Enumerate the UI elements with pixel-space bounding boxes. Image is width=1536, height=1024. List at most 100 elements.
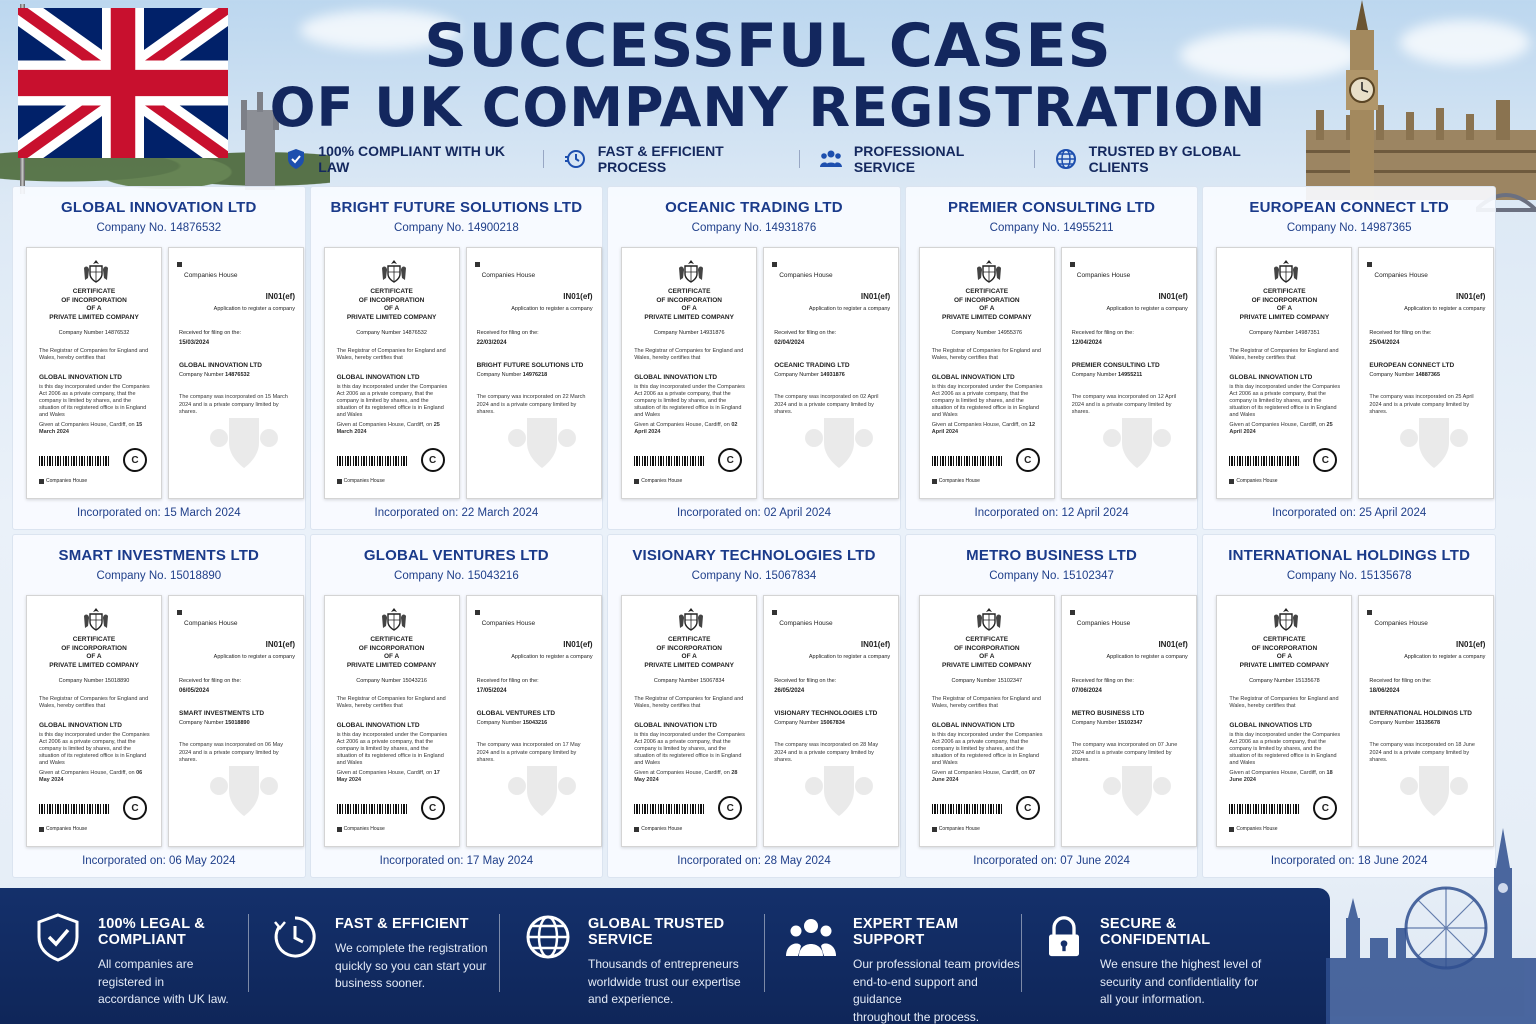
company-name: INTERNATIONAL HOLDINGS LTD: [1228, 547, 1471, 564]
form-company-number: Company Number 14976218: [476, 372, 548, 378]
crest-watermark-icon: [805, 418, 874, 468]
certificate-given: Given at Companies House, Cardiff, on 28…: [634, 770, 738, 783]
crest-watermark-icon: [805, 766, 874, 816]
company-name: METRO BUSINESS LTD: [966, 547, 1137, 564]
incorporated-on: Incorporated on: 07 June 2024: [973, 855, 1130, 867]
companies-house-logo-icon: [39, 826, 44, 832]
barcode-icon: [931, 456, 1004, 466]
crest-watermark-icon: [210, 766, 278, 816]
feature-professional: PROFESSIONAL SERVICE: [819, 143, 1014, 175]
in01-form[interactable]: Companies House IN01(ef) Application to …: [763, 247, 900, 499]
company-number: Company No. 14955211: [989, 222, 1114, 234]
companies-house-logo-icon: [474, 262, 480, 267]
documents: CERTIFICATE OF INCORPORATION OF A PRIVAT…: [323, 247, 602, 499]
in01-form[interactable]: Companies House IN01(ef) Application to …: [1060, 247, 1197, 499]
company-name: OCEANIC TRADING LTD: [665, 199, 843, 216]
certificate-body: is this day incorporated under the Compa…: [634, 384, 745, 418]
certificate-of-incorporation[interactable]: CERTIFICATE OF INCORPORATION OF A PRIVAT…: [621, 595, 758, 847]
form-incorporation-text: The company was incorporated on 18 June …: [1369, 742, 1475, 763]
case-card: OCEANIC TRADING LTD Company No. 14931876…: [607, 186, 901, 530]
cases-grid: GLOBAL INNOVATION LTD Company No. 148765…: [12, 186, 1496, 886]
seal-icon: C: [718, 796, 743, 820]
certificate-given: Given at Companies House, Cardiff, on 06…: [39, 770, 143, 783]
certificate-footer: Companies House: [336, 826, 385, 832]
form-company-number: Company Number 15043216: [476, 720, 548, 726]
seal-icon: C: [1015, 796, 1040, 820]
padlock-icon: [1049, 916, 1079, 957]
received-date: 07/06/2024: [1071, 688, 1102, 694]
registrar-text: The Registrar of Companies for England a…: [39, 696, 149, 709]
form-code: IN01(ef): [265, 292, 295, 301]
in01-form[interactable]: Companies House IN01(ef) Application to …: [168, 247, 304, 499]
form-company-number: Company Number 14887365: [1369, 372, 1441, 378]
certificate-of-incorporation[interactable]: CERTIFICATE OF INCORPORATION OF A PRIVAT…: [918, 595, 1055, 847]
benefit-title: 100% LEGAL & COMPLIANT: [98, 916, 205, 948]
in01-form[interactable]: Companies House IN01(ef) Application to …: [1358, 595, 1495, 847]
certificate-company-name: GLOBAL INNOVATIOS LTD: [1229, 722, 1312, 729]
certificate-of-incorporation[interactable]: CERTIFICATE OF INCORPORATION OF A PRIVAT…: [621, 247, 758, 499]
form-description: Application to register a company: [511, 306, 593, 312]
form-description: Application to register a company: [808, 306, 891, 312]
in01-form[interactable]: Companies House IN01(ef) Application to …: [1060, 595, 1197, 847]
barcode-icon: [931, 804, 1004, 814]
certificate-company-name: GLOBAL INNOVATION LTD: [931, 374, 1015, 381]
feature-strip: 100% COMPLIANT WITH UK LAW FAST & EFFICI…: [286, 143, 1286, 175]
form-company-number: Company Number 14876532: [179, 372, 250, 378]
in01-form[interactable]: Companies House IN01(ef) Application to …: [465, 247, 602, 499]
in01-form[interactable]: Companies House IN01(ef) Application to …: [465, 595, 602, 847]
certificate-given: Given at Companies House, Cardiff, on 12…: [931, 422, 1036, 435]
big-ben-tower: [1346, 0, 1378, 200]
divider: [248, 914, 249, 992]
seal-icon: C: [420, 448, 445, 472]
certificate-given: Given at Companies House, Cardiff, on 02…: [634, 422, 738, 435]
certificate-footer: Companies House: [39, 478, 87, 484]
royal-crest-icon: [1274, 260, 1299, 283]
documents: CERTIFICATE OF INCORPORATION OF A PRIVAT…: [918, 595, 1197, 847]
in01-form[interactable]: Companies House IN01(ef) Application to …: [763, 595, 900, 847]
benefit-legal: 100% LEGAL & COMPLIANT All companies are…: [0, 912, 248, 1006]
certificate-body: is this day incorporated under the Compa…: [1229, 384, 1341, 418]
certificate-of-incorporation[interactable]: CERTIFICATE OF INCORPORATION OF A PRIVAT…: [323, 595, 460, 847]
in01-form[interactable]: Companies House IN01(ef) Application to …: [168, 595, 304, 847]
page-title-line-1: SUCCESSFUL CASES: [424, 11, 1112, 81]
certificate-of-incorporation[interactable]: CERTIFICATE OF INCORPORATION OF A PRIVAT…: [918, 247, 1055, 499]
form-header: Companies House: [1367, 610, 1428, 627]
companies-house-logo-icon: [1069, 262, 1075, 267]
form-description: Application to register a company: [511, 654, 593, 660]
page-title: SUCCESSFUL CASES OF UK COMPANY REGISTRAT…: [0, 12, 1536, 142]
certificate-of-incorporation[interactable]: CERTIFICATE OF INCORPORATION OF A PRIVAT…: [26, 247, 162, 499]
form-company-name: OCEANIC TRADING LTD: [774, 362, 850, 369]
certificate-body: is this day incorporated under the Compa…: [931, 384, 1043, 418]
barcode-icon: [634, 456, 707, 466]
form-code: IN01(ef): [1158, 640, 1188, 649]
incorporated-on: Incorporated on: 15 March 2024: [76, 507, 241, 519]
westminster-tower-left: [241, 92, 279, 190]
feature-label: TRUSTED BY GLOBAL CLIENTS: [1088, 143, 1241, 175]
certificate-of-incorporation[interactable]: CERTIFICATE OF INCORPORATION OF A PRIVAT…: [323, 247, 460, 499]
certificate-given: Given at Companies House, Cardiff, on 07…: [931, 770, 1036, 783]
received-label: Received for filing on the:: [476, 330, 539, 336]
certificate-footer: Companies House: [1229, 826, 1278, 832]
registrar-text: The Registrar of Companies for England a…: [336, 348, 446, 361]
certificate-of-incorporation[interactable]: CERTIFICATE OF INCORPORATION OF A PRIVAT…: [1216, 595, 1353, 847]
company-number: Company No. 15043216: [394, 570, 519, 582]
form-description: Application to register a company: [213, 306, 295, 312]
in01-form[interactable]: Companies House IN01(ef) Application to …: [1358, 247, 1495, 499]
seal-icon: C: [1313, 448, 1338, 472]
certificate-of-incorporation[interactable]: CERTIFICATE OF INCORPORATION OF A PRIVAT…: [1216, 247, 1353, 499]
companies-house-logo-icon: [1229, 478, 1235, 484]
company-name: SMART INVESTMENTS LTD: [58, 547, 260, 564]
feature-compliant: 100% COMPLIANT WITH UK LAW: [286, 143, 523, 175]
incorporated-on: Incorporated on: 18 June 2024: [1270, 855, 1428, 867]
form-code: IN01(ef): [563, 292, 593, 301]
companies-house-logo-icon: [931, 826, 937, 832]
certificate-of-incorporation[interactable]: CERTIFICATE OF INCORPORATION OF A PRIVAT…: [26, 595, 162, 847]
received-label: Received for filing on the:: [1071, 330, 1134, 336]
benefits-banner: 100% LEGAL & COMPLIANT All companies are…: [0, 888, 1330, 1024]
companies-house-logo-icon: [634, 478, 640, 484]
barcode-icon: [39, 456, 111, 466]
form-incorporation-text: The company was incorporated on 28 May 2…: [774, 742, 879, 763]
companies-house-logo-icon: [931, 478, 937, 484]
